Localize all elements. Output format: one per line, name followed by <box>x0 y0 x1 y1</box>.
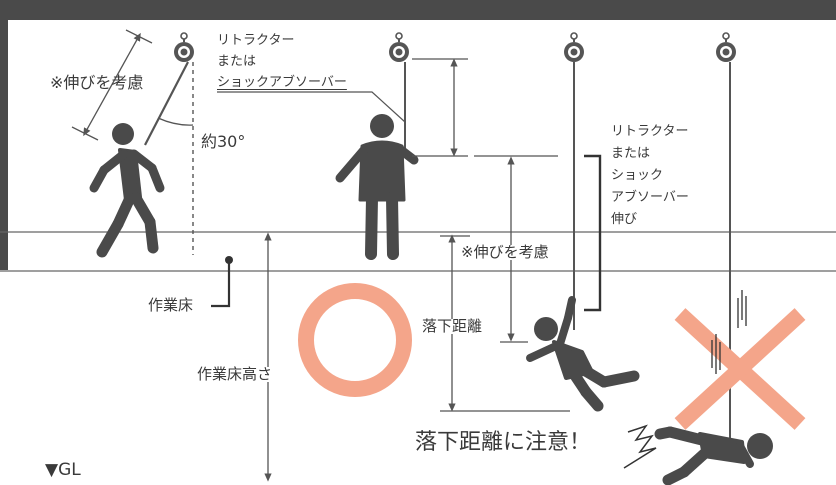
person-standing-icon <box>335 114 419 260</box>
retractor-label-line2: または <box>217 54 257 69</box>
ground-level-label: ▼GL <box>45 460 81 480</box>
angle-label: 約30° <box>201 132 246 151</box>
person-walking-icon <box>89 123 165 258</box>
person-fallen-icon <box>654 426 773 485</box>
fall-warning-label: 落下距離に注意！ <box>415 430 592 455</box>
stretch-tick <box>125 29 153 44</box>
impact-zigzag-icon <box>623 424 657 469</box>
retractor-label-line1: リトラクター <box>217 33 295 48</box>
floor-callout-line <box>211 260 231 308</box>
stretch-block-line3: ショック <box>611 168 664 183</box>
retractor-leader <box>217 91 406 123</box>
work-floor-height-label: 作業床高さ <box>195 365 275 383</box>
stretch-block-line5: 伸び <box>611 212 638 227</box>
stretch-block-line4: アブソーバー <box>611 190 689 205</box>
angle-arc <box>157 117 194 126</box>
ceiling-beam <box>0 0 836 20</box>
stretch-block-line1: リトラクター <box>611 124 689 139</box>
retractor-pulley-icon <box>388 32 410 63</box>
retractor-pulley-icon <box>715 32 737 63</box>
retractor-pulley-icon <box>173 32 195 63</box>
retractor-label-line3: ショックアブソーバー <box>217 75 347 90</box>
stretch-tick <box>71 126 99 141</box>
work-floor-label: 作業床 <box>148 296 194 314</box>
left-wall <box>0 20 8 270</box>
fall-distance-label: 落下距離 <box>420 317 485 335</box>
person-falling-icon <box>526 296 640 412</box>
stretch-arrow-left <box>83 32 141 137</box>
ok-circle-icon <box>298 283 412 397</box>
ng-cross-icon <box>674 308 806 430</box>
lanyard-line <box>144 61 189 146</box>
stretch-block-line2: または <box>611 146 651 161</box>
stretch-note-left: ※伸びを考慮 <box>50 73 144 92</box>
stretch-bracket <box>584 154 602 312</box>
retractor-pulley-icon <box>563 32 585 63</box>
stretch-note-mid: ※伸びを考慮 <box>459 243 551 261</box>
motion-lines <box>711 290 747 374</box>
